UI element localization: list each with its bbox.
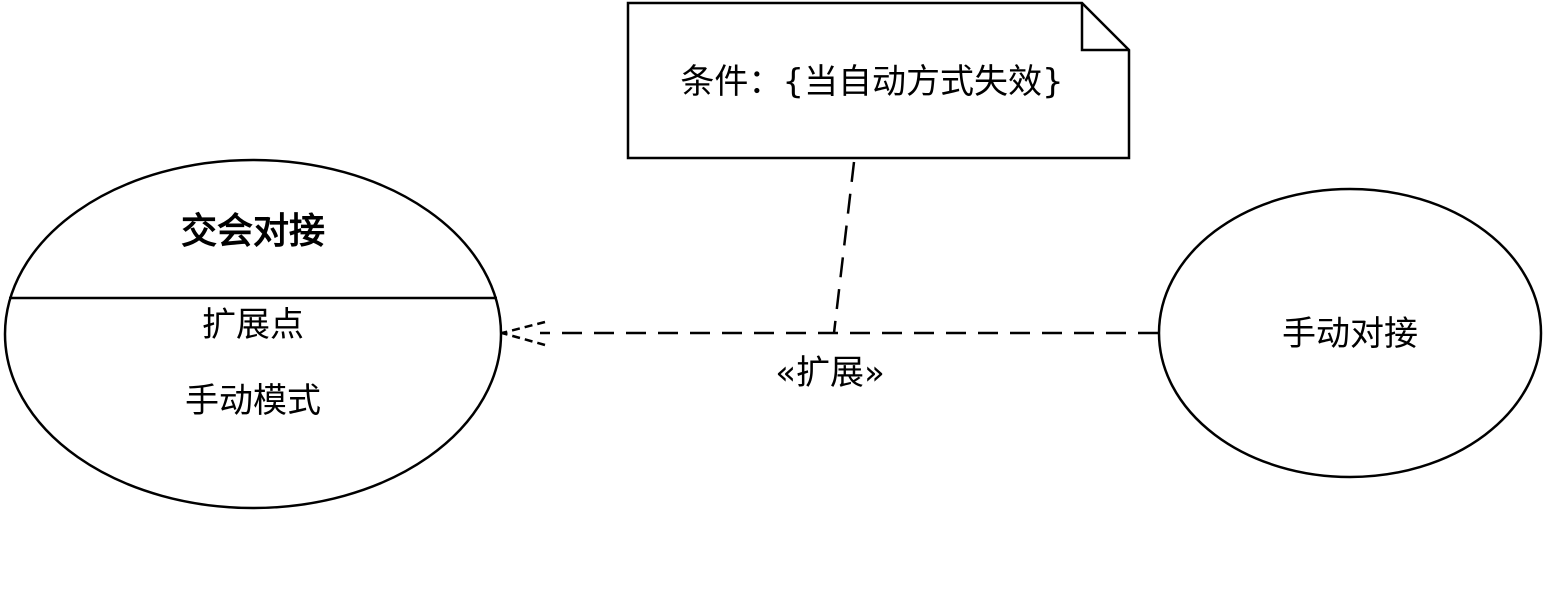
- use-case-name: 交会对接: [181, 210, 325, 252]
- use-case-manual-docking[interactable]: 手动对接: [1157, 187, 1543, 479]
- extension-points-header: 扩展点: [202, 305, 304, 345]
- extend-stereotype-label: «扩展»: [775, 353, 885, 393]
- use-case-rendezvous-docking[interactable]: 交会对接 扩展点 手动模式: [3, 158, 503, 510]
- use-case-ellipse: [1157, 187, 1543, 479]
- condition-note[interactable]: 条件：{当自动方式失效}: [626, 1, 1131, 160]
- extension-point-item: 手动模式: [185, 381, 321, 421]
- use-case-name: 手动对接: [1282, 314, 1418, 354]
- extend-arrowhead: [501, 320, 546, 347]
- use-case-ellipse: [3, 158, 503, 510]
- note-body: [626, 1, 1131, 160]
- note-folded-corner: [1080, 3, 1129, 52]
- note-anchor-line: [832, 161, 856, 334]
- note-text: 条件：{当自动方式失效}: [680, 62, 1063, 102]
